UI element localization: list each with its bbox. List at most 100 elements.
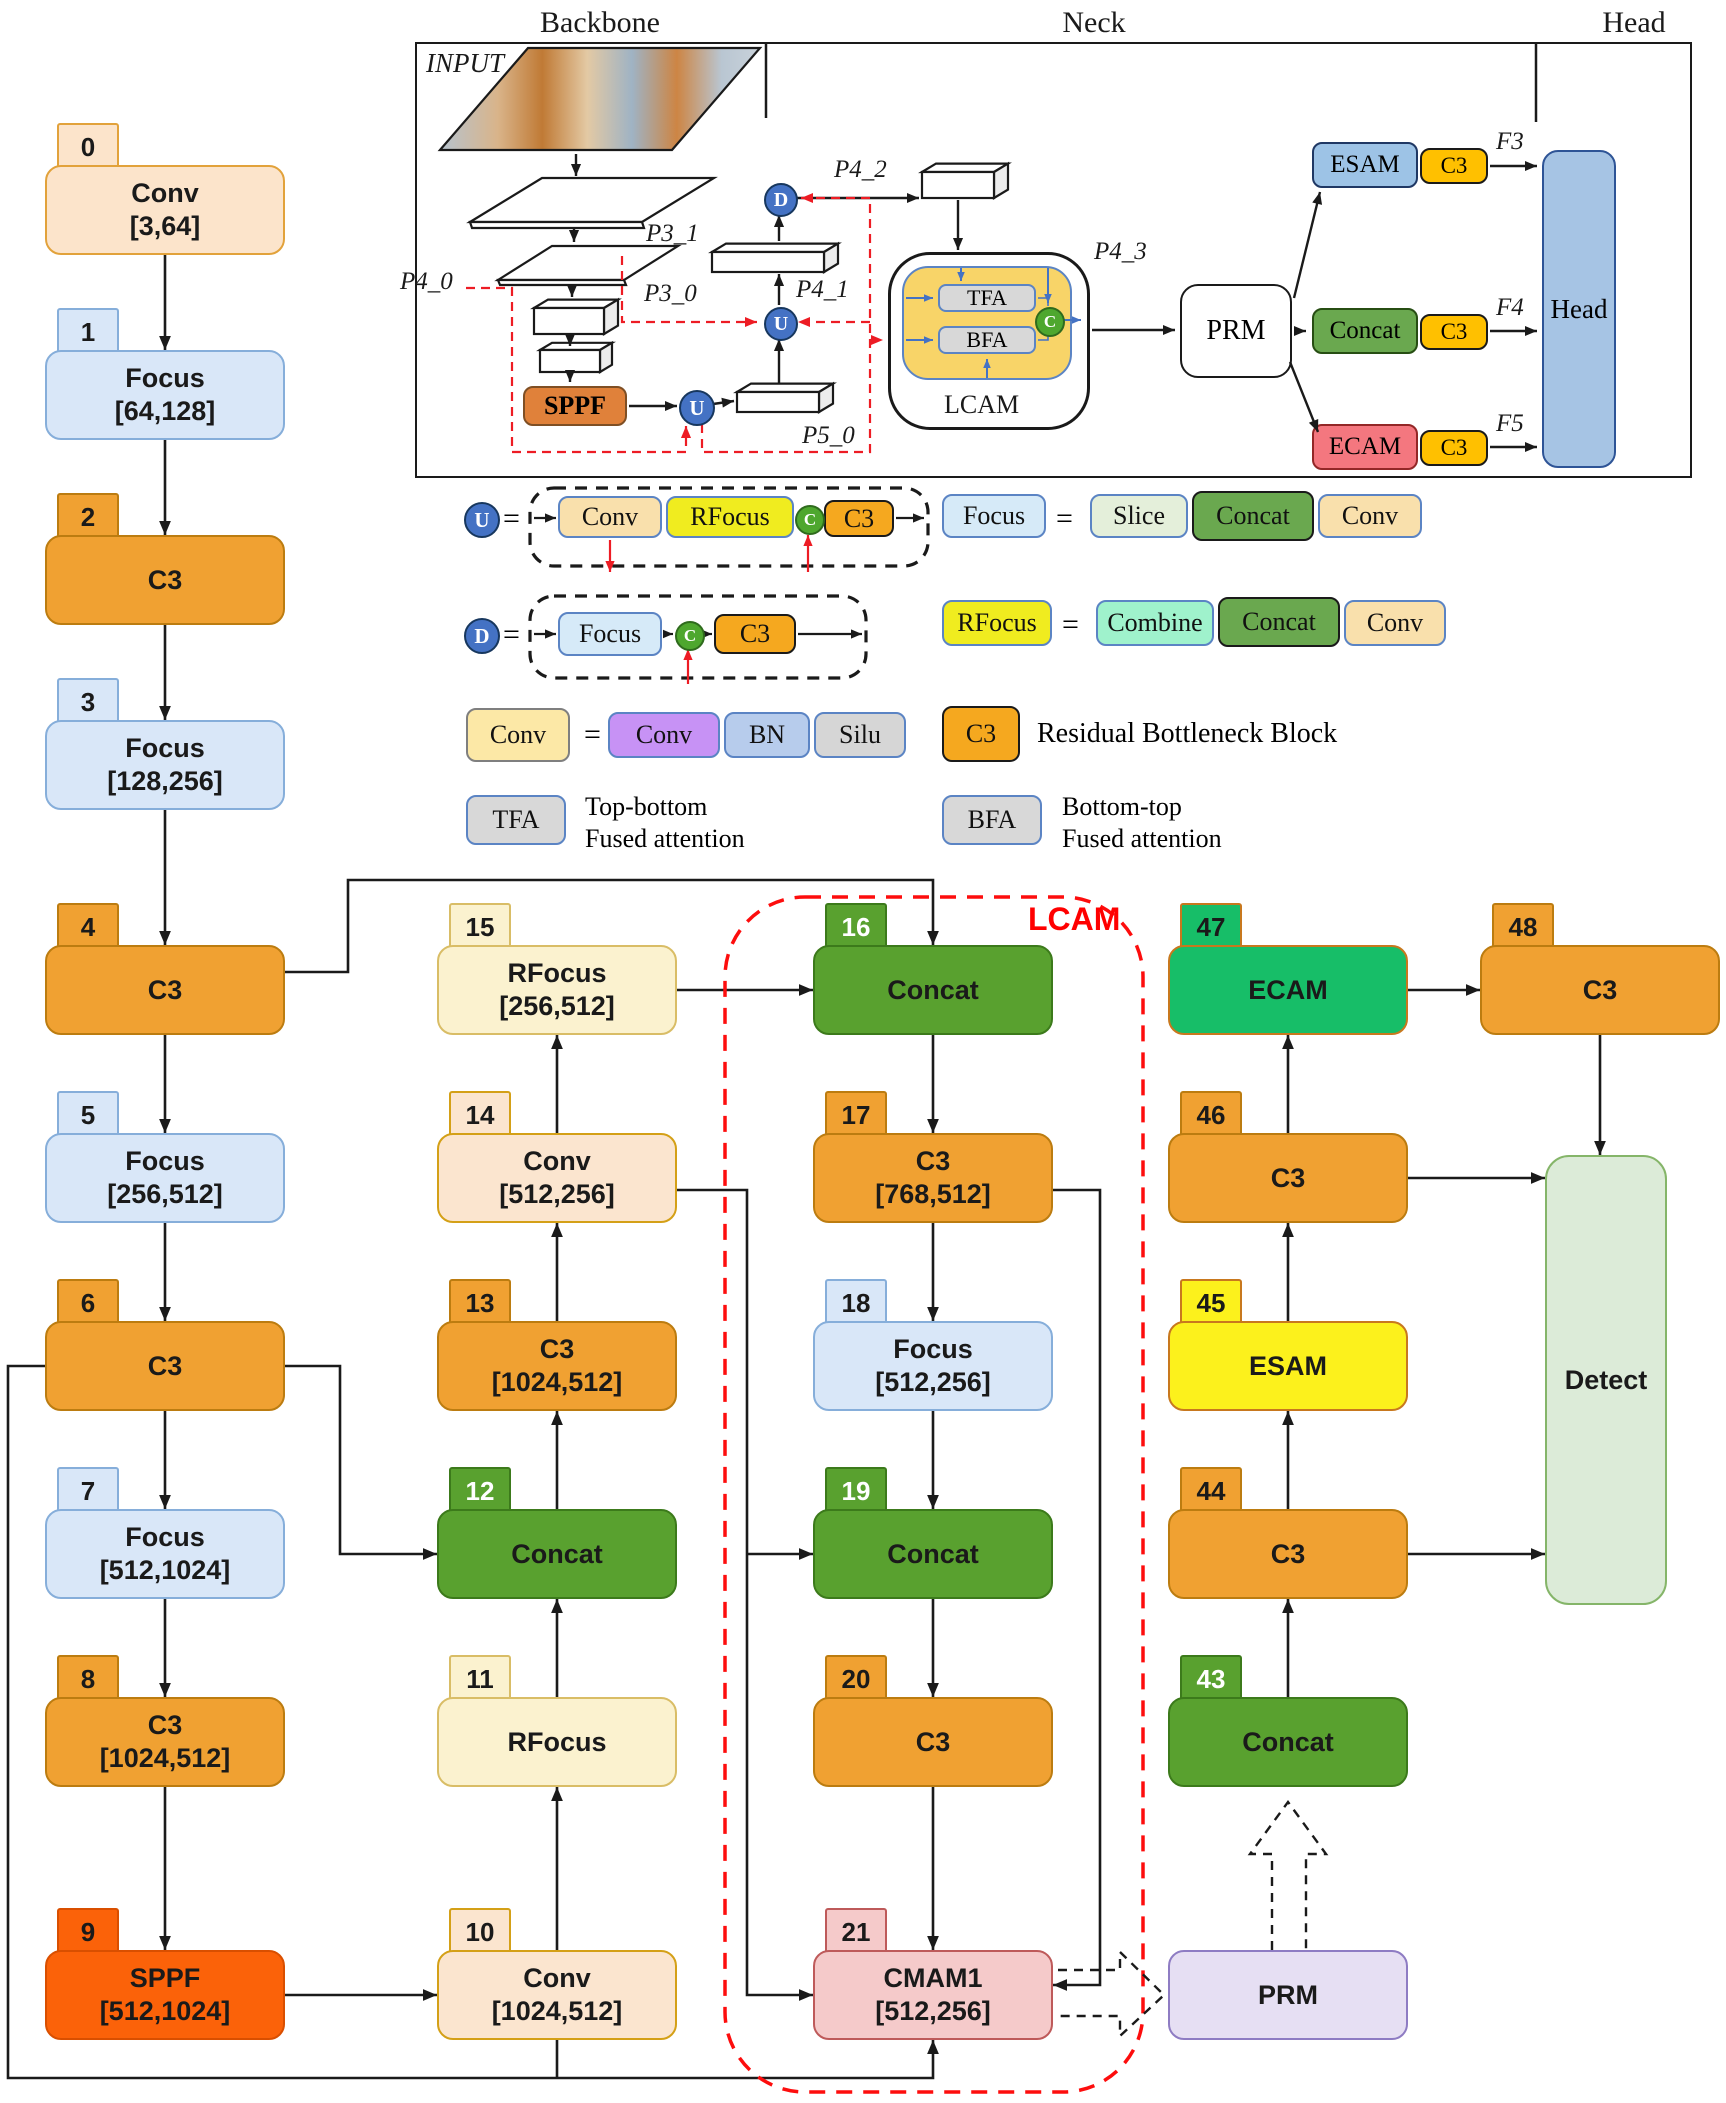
node-dims: [512,1024]: [99, 1996, 231, 2026]
node-body: PRM: [1168, 1950, 1408, 2040]
node-dims: [64,128]: [114, 396, 216, 426]
legend-conv-conv: Conv: [608, 712, 720, 758]
node-body: C3[768,512]: [813, 1133, 1053, 1223]
node-title: Focus: [125, 363, 205, 393]
legend-u-c3: C3: [824, 500, 894, 537]
node-title: Concat: [511, 1538, 603, 1569]
inset-branch-esam: ESAM: [1312, 142, 1418, 188]
node-tab-number: 43: [1180, 1655, 1242, 1703]
node-dims: [1024,512]: [99, 1743, 231, 1773]
legend-u-rfocus: RFocus: [666, 496, 794, 538]
node-tab-number: 48: [1492, 903, 1554, 951]
node-body: Focus[512,1024]: [45, 1509, 285, 1599]
node-title: C3: [147, 974, 183, 1005]
equals-sign: =: [503, 502, 520, 535]
legend-focus-name: Focus: [942, 494, 1046, 538]
node-dims: [128,256]: [107, 766, 223, 796]
node-tab-number: 20: [825, 1655, 887, 1703]
node-body: Concat: [813, 1509, 1053, 1599]
node-body: RFocus: [437, 1697, 677, 1787]
node-body: C3[1024,512]: [45, 1697, 285, 1787]
node-title: C3: [1582, 974, 1618, 1005]
node-tab-number: 2: [57, 493, 119, 541]
legend-tfa-name: TFA: [466, 795, 566, 845]
node-title: ESAM: [1248, 1350, 1327, 1381]
node-title: Conv: [523, 1146, 591, 1176]
path-label-p5_0: P5_0: [802, 422, 855, 449]
legend-focus-concat: Concat: [1192, 491, 1314, 541]
node-tab-number: 8: [57, 1655, 119, 1703]
inset-f-label-2: F4: [1496, 294, 1524, 321]
node-body: SPPF[512,1024]: [45, 1950, 285, 2040]
node-tab-number: 11: [449, 1655, 511, 1703]
equals-sign: =: [503, 618, 520, 651]
legend-bfa-desc2: Fused attention: [1062, 824, 1222, 853]
node-title: Concat: [887, 974, 979, 1005]
node-title: Concat: [1242, 1726, 1334, 1757]
node-body: C3: [45, 535, 285, 625]
equals-sign: =: [1056, 502, 1073, 535]
inset-bfa-box: BFA: [938, 326, 1036, 354]
legend-tfa-desc1: Top-bottom: [585, 792, 708, 821]
legend-u-c-symbol: C: [795, 505, 825, 535]
inset-prm-box: PRM: [1180, 284, 1292, 378]
legend-rfocus-concat: Concat: [1218, 597, 1340, 647]
node-tab-number: 13: [449, 1279, 511, 1327]
node-body: Conv[1024,512]: [437, 1950, 677, 2040]
node-title: CMAM1: [883, 1963, 983, 1993]
node-tab-number: 45: [1180, 1279, 1242, 1327]
node-title: Detect: [1564, 1364, 1648, 1395]
node-body: Concat: [1168, 1697, 1408, 1787]
legend-rfocus-combine: Combine: [1096, 600, 1214, 646]
path-label-p3_0: P3_0: [644, 280, 697, 307]
node-tab-number: 15: [449, 903, 511, 951]
node-tab-number: 3: [57, 678, 119, 726]
node-body: C3: [1168, 1509, 1408, 1599]
node-dims: [512,256]: [875, 1367, 991, 1397]
legend-d-c3: C3: [714, 614, 796, 654]
node-title: Conv: [523, 1963, 591, 1993]
legend-focus-conv: Conv: [1318, 494, 1422, 538]
legend-conv-name: Conv: [466, 708, 570, 762]
path-label-p3_1: P3_1: [646, 220, 699, 247]
legend-u-conv: Conv: [558, 496, 662, 538]
node-body: C3: [1168, 1133, 1408, 1223]
path-label-p4_1: P4_1: [796, 276, 849, 303]
node-tab-number: 14: [449, 1091, 511, 1139]
legend-conv-silu: Silu: [814, 712, 906, 758]
node-title: C3: [1270, 1162, 1306, 1193]
node-tab-number: 9: [57, 1908, 119, 1956]
node-tab-number: 44: [1180, 1467, 1242, 1515]
node-body: Focus[512,256]: [813, 1321, 1053, 1411]
node-title: PRM: [1258, 1979, 1318, 2010]
path-label-p4_3: P4_3: [1094, 238, 1147, 265]
legend-conv-bn: BN: [724, 712, 810, 758]
node-title: C3: [1270, 1538, 1306, 1569]
node-body: C3[1024,512]: [437, 1321, 677, 1411]
inset-head-box: Head: [1542, 150, 1616, 468]
node-body: C3: [45, 1321, 285, 1411]
node-dims: [768,512]: [875, 1179, 991, 1209]
inset-branch-ecam: ECAM: [1312, 424, 1418, 470]
legend-d-c-symbol: C: [675, 621, 705, 651]
inset-frame: [415, 42, 1692, 478]
section-title-head: Head: [1602, 6, 1666, 39]
node-title: C3: [915, 1146, 951, 1176]
node-title: C3: [147, 1710, 183, 1740]
node-tab-number: 4: [57, 903, 119, 951]
section-title-backbone: Backbone: [540, 6, 660, 39]
legend-c3-desc: Residual Bottleneck Block: [1037, 718, 1338, 749]
legend-bfa-name: BFA: [942, 795, 1042, 845]
node-body: RFocus[256,512]: [437, 945, 677, 1035]
u-node-2: U: [764, 307, 798, 341]
node-body: C3: [813, 1697, 1053, 1787]
section-title-neck: Neck: [1062, 6, 1126, 39]
node-tab-number: 47: [1180, 903, 1242, 951]
node-body: Conv[512,256]: [437, 1133, 677, 1223]
inset-sppf-block: SPPF: [523, 386, 627, 426]
node-tab-number: 1: [57, 308, 119, 356]
equals-sign: =: [1062, 608, 1079, 641]
node-dims: [256,512]: [107, 1179, 223, 1209]
node-dims: [512,256]: [875, 1996, 991, 2026]
path-label-p4_0: P4_0: [400, 268, 453, 295]
